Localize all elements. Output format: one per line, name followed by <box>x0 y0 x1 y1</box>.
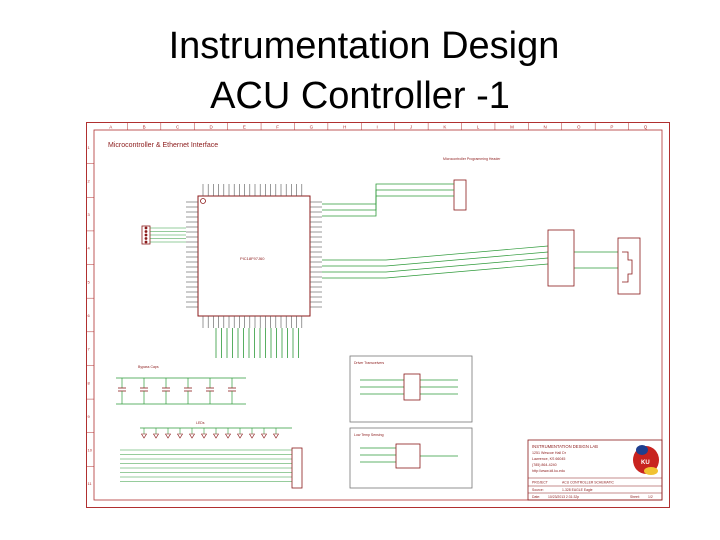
svg-text:Driver Transceivers: Driver Transceivers <box>354 361 384 365</box>
left-header-pins <box>144 226 186 244</box>
schematic-drawing: A B C D E F G H I J K L M N O P Q 1 2 3 4 5 6 7 8 9 10 11 Microcon… <box>86 122 670 508</box>
frame-col-label: E <box>243 125 246 130</box>
frame-col-label: K <box>443 125 446 130</box>
frame-col-label: L <box>477 125 480 130</box>
frame-row-label: 3 <box>88 212 91 217</box>
titleblock-org-1: INSTRUMENTATION DESIGN LAB <box>532 444 598 449</box>
frame-col-label: H <box>343 125 346 130</box>
titleblock-date-value: 10/23/2013 2:31:32p <box>548 495 579 499</box>
frame-col-label: B <box>143 125 146 130</box>
ethernet-section <box>547 229 641 295</box>
svg-text:Low Temp Sensing: Low Temp Sensing <box>354 433 384 437</box>
slide-title-line-2: ACU Controller -1 <box>210 75 510 117</box>
frame-col-label: Q <box>644 125 648 130</box>
frame-row-label: 9 <box>88 414 91 419</box>
frame-column-labels: A B C D E F G H I J K L M N O P Q <box>109 122 648 130</box>
ku-logo-icon: KU <box>633 445 659 475</box>
slide-title-line-1: Instrumentation Design <box>168 25 560 67</box>
frame-row-label: 5 <box>88 279 91 284</box>
svg-text:Bypass Caps: Bypass Caps <box>138 365 159 369</box>
schematic-sheet: A B C D E F G H I J K L M N O P Q 1 2 3 4 5 6 7 8 9 10 11 Microcon… <box>86 122 670 508</box>
frame-col-label: I <box>377 125 378 130</box>
frame-row-label: 1 <box>88 145 91 150</box>
titleblock-org-2: 1251 Wescoe Hall Dr <box>532 451 567 455</box>
titleblock-project-label: PROJECT <box>532 481 548 485</box>
frame-col-label: J <box>410 125 412 130</box>
titleblock-org-5: http://www.idl.ku.edu <box>532 469 565 473</box>
frame-inner <box>93 129 663 501</box>
frame-outer <box>86 122 670 508</box>
titleblock-org-4: (785) 864-4240 <box>532 463 557 467</box>
low-temp-section-box <box>349 427 473 489</box>
microcontroller-pins <box>186 184 322 358</box>
titleblock-source-label: Source: <box>532 488 544 492</box>
titleblock-sheet-label: Sheet: <box>630 495 640 499</box>
microcontroller-chip: PIC18F97J60 <box>197 195 311 317</box>
titleblock-sheet-value: 1/2 <box>648 495 653 499</box>
frame-row-label: 11 <box>88 481 93 486</box>
frame-row-labels: 1 2 3 4 5 6 7 8 9 10 11 <box>86 145 94 486</box>
frame-row-label: 2 <box>88 178 91 183</box>
frame-row-label: 6 <box>88 313 91 318</box>
bypass-caps <box>116 377 246 405</box>
titleblock-org-3: Lawrence, KS 66045 <box>532 457 565 461</box>
frame-col-label: N <box>544 125 547 130</box>
frame-col-label: C <box>176 125 180 130</box>
frame-col-label: G <box>310 125 314 130</box>
frame-row-label: 7 <box>88 347 91 352</box>
frame-col-label: D <box>209 125 213 130</box>
led-row <box>120 427 292 482</box>
frame-row-label: 8 <box>88 380 91 385</box>
sheet-title: Microcontroller & Ethernet Interface <box>108 142 218 149</box>
microcontroller-label: PIC18F97J60 <box>240 256 265 261</box>
bus-wires <box>322 183 618 463</box>
titleblock-project-value: ACU CONTROLLER SCHEMATIC <box>562 481 614 485</box>
frame-col-label: M <box>510 125 514 130</box>
svg-text:LEDs: LEDs <box>196 421 205 425</box>
frame-col-label: P <box>610 125 613 130</box>
svg-text:KU: KU <box>641 460 650 466</box>
frame-col-label: A <box>109 125 112 130</box>
frame-row-label: 4 <box>88 246 91 251</box>
frame-row-label: 10 <box>88 448 93 453</box>
frame-col-label: O <box>577 125 581 130</box>
title-block: INSTRUMENTATION DESIGN LAB 1251 Wescoe H… <box>527 439 663 501</box>
titleblock-source-value: 1-328 EAGLE Eagle <box>562 488 593 492</box>
svg-text:Microcontroller Programming He: Microcontroller Programming Header <box>443 157 501 161</box>
driver-section-box <box>349 355 473 423</box>
frame-col-label: F <box>276 125 279 130</box>
titleblock-date-label: Date: <box>532 495 540 499</box>
programming-header: Microcontroller Programming Header <box>443 157 501 211</box>
